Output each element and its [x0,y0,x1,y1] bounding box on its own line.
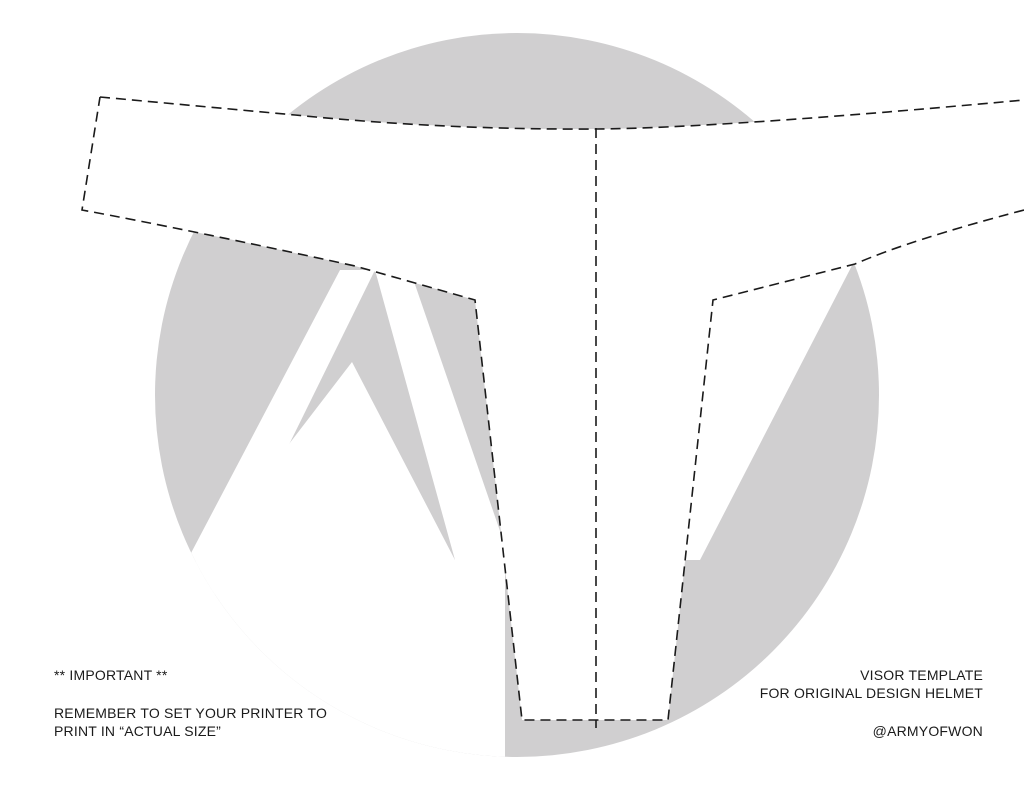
important-note: ** IMPORTANT ** REMEMBER TO SET YOUR PRI… [54,666,374,740]
template-subtitle: FOR ORIGINAL DESIGN HELMET [759,685,983,701]
visor-template-shape [82,97,1024,720]
social-handle: @ARMYOFWON [872,723,983,739]
logo-a-stroke [375,270,510,560]
visor-cut-line [81,96,1024,721]
template-info: VISOR TEMPLATE FOR ORIGINAL DESIGN HELME… [663,666,983,740]
printer-instruction-line-2: PRINT IN “ACTUAL SIZE” [54,723,221,739]
printer-instruction-line-1: REMEMBER TO SET YOUR PRINTER TO [54,705,328,721]
logo-inner-a [155,362,505,757]
important-heading: ** IMPORTANT ** [54,667,168,683]
template-title: VISOR TEMPLATE [860,667,983,683]
